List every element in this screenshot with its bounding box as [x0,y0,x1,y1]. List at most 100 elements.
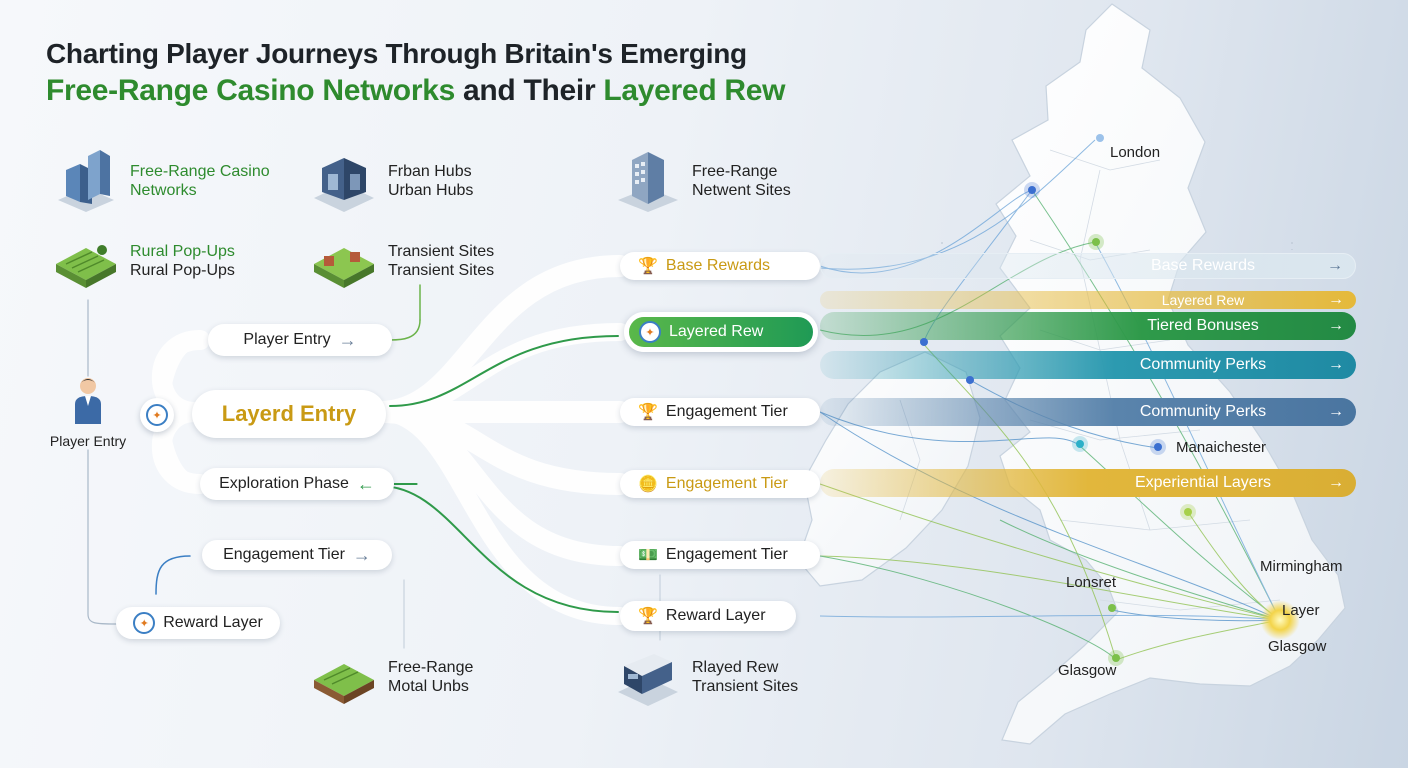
mid-node-engagement-1[interactable]: 🏆 Engagement Tier [620,398,820,426]
mid-node-label: Engagement Tier [665,546,788,563]
band-tiered-bonuses: Tiered Bonuses → [820,312,1356,340]
band-label: Experiential Layers [1134,474,1272,491]
band-label: Community Perks [1139,356,1267,373]
legend-sublabel: Transient Sites [388,262,495,279]
mid-node-engagement-2[interactable]: 🪙 Engagement Tier [620,470,820,498]
arrow-right-icon: → [1328,474,1344,491]
arrow-left-icon: ← [356,473,375,494]
band-layered-rew: Layered Rew → [820,291,1356,309]
player-entry-person: Player Entry [48,376,128,449]
money-icon: 💵 [638,547,658,564]
mid-node-base-rewards[interactable]: 🏆 Base Rewards [620,252,820,280]
trophy-icon: 🏆 [638,258,658,275]
legend-label: Free-Range [388,659,474,676]
page-title: Charting Player Journeys Through Britain… [46,38,785,108]
mid-node-label: Engagement Tier [665,403,788,420]
layer-hub-glow [1260,600,1300,640]
arrow-right-icon: → [338,329,357,350]
exploration-phase-label: Exploration Phase [219,475,349,492]
legend-sublabel: Transient Sites [692,678,799,695]
layered-entry-node[interactable]: Layerd Entry [192,390,386,438]
urban-hub-icon [314,158,374,212]
field-icon [314,248,374,288]
engagement-tier-label: Engagement Tier [223,546,345,563]
person-icon [75,378,101,424]
arrow-right-icon: → [1328,317,1344,334]
band-experiential-layers: Experiential Layers → [820,469,1356,497]
title-line-1: Charting Player Journeys Through Britain… [46,38,747,69]
band-community-perks-2: Community Perks → [820,398,1356,426]
mid-node-label: Reward Layer [665,607,766,624]
layered-entry-label: Layerd Entry [221,401,357,426]
band-base-rewards: Base Rewards → [820,253,1356,279]
band-label: Layered Rew [1161,292,1245,308]
arrow-right-icon: → [1327,257,1343,274]
reward-layer-label: Reward Layer [163,614,263,631]
hub-dot [1096,134,1104,142]
legend-label: Free-Range [692,163,778,180]
player-entry-node[interactable]: Player Entry → [208,324,392,356]
hub-dot [1112,654,1120,662]
truck-icon [618,654,678,706]
compass-node[interactable]: ✦ [140,398,174,432]
legend-label: Transient Sites [388,243,495,260]
exploration-phase-node[interactable]: Exploration Phase ← [200,468,394,500]
compass-icon: ✦ [133,612,156,634]
hub-dot [966,376,974,384]
arrow-right-icon: → [352,544,371,565]
band-label: Community Perks [1139,403,1267,420]
person-label: Player Entry [49,433,127,449]
city-label-glasgow-west: Glasgow [1058,662,1117,679]
band-label: Base Rewards [1150,257,1256,274]
legend-sublabel: Urban Hubs [388,182,474,199]
city-label-lonsret: Lonsret [1066,574,1117,591]
mid-node-reward-layer[interactable]: 🏆 Reward Layer [620,601,796,631]
engagement-tier-left-node[interactable]: Engagement Tier → [202,540,392,570]
hub-dot [1076,440,1084,448]
city-label-glasgow-east: Glasgow [1268,638,1327,655]
legend-sublabel: Netwent Sites [692,182,791,199]
legend-label: Rural Pop-Ups [130,243,235,260]
legend-label: Frban Hubs [388,163,472,180]
mid-node-label: Base Rewards [665,257,770,274]
city-label-manchester: Manaichester [1176,439,1267,456]
hub-dot [1108,604,1116,612]
legend-label: Free-Range Casino [130,163,270,180]
mid-node-engagement-3[interactable]: 💵 Engagement Tier [620,541,820,569]
mid-node-label: Layered Rew [669,323,764,340]
tower-icon [618,152,678,212]
legend-sublabel: Motal Unbs [388,678,469,695]
compass-icon: ✦ [146,404,168,426]
band-community-perks-1: Community Perks → [820,351,1356,379]
reward-layer-left-node[interactable]: ✦ Reward Layer [116,607,280,639]
hub-dot [1028,186,1036,194]
hub-dot [1154,443,1162,451]
trophy-icon: 🏆 [638,608,658,625]
city-label-birmingham: Mirmingham [1260,558,1343,575]
building-icon [58,150,114,212]
legend-sublabel: Networks [130,182,197,199]
arrow-right-icon: → [1328,403,1344,420]
mid-node-layered-rew[interactable]: ✦ Layered Rew [624,312,818,352]
arrow-right-icon: → [1328,356,1344,373]
player-entry-label: Player Entry [243,331,331,348]
mid-node-label: Engagement Tier [665,475,788,492]
compass-icon: ✦ [639,321,661,343]
legend-label: Rlayed Rew [692,659,779,676]
legend-sublabel: Rural Pop-Ups [130,262,235,279]
field-icon [314,664,374,704]
hub-dot [1092,238,1100,246]
field-icon [56,245,116,288]
city-label-london: London [1110,144,1161,161]
band-label: Tiered Bonuses [1147,317,1259,334]
city-label-layer: Layer [1282,602,1320,619]
arrow-right-icon: → [1328,291,1344,308]
hub-dot [920,338,928,346]
